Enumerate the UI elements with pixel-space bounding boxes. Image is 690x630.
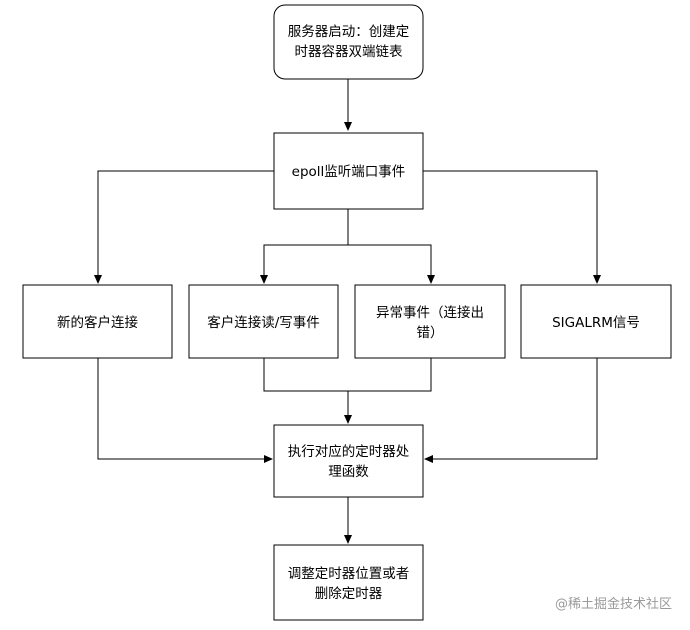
node-epoll-listen: epoll监听端口事件 bbox=[273, 132, 424, 210]
watermark-text: @稀土掘金技术社区 bbox=[555, 596, 672, 612]
node-adjust-timer-line-1: 调整定时器位置或者 bbox=[288, 566, 410, 582]
node-server-start: 服务器启动：创建定 时器容器双端链表 bbox=[273, 4, 424, 80]
edge-rw-merge bbox=[263, 358, 432, 392]
node-adjust-timer: 调整定时器位置或者 删除定时器 bbox=[273, 544, 424, 621]
node-server-start-line-1: 服务器启动：创建定 bbox=[288, 24, 410, 40]
edge-new-conn-to-handler bbox=[97, 358, 273, 463]
node-sigalrm: SIGALRM信号 bbox=[520, 284, 672, 359]
node-exception-event: 异常事件（连接出 错） bbox=[354, 284, 506, 359]
edge-split-to-exception bbox=[348, 244, 435, 284]
node-timer-handler-line-2: 理函数 bbox=[328, 464, 369, 480]
edge-epoll-to-new-conn bbox=[94, 170, 274, 284]
edges bbox=[94, 79, 601, 544]
node-sigalrm-label: SIGALRM信号 bbox=[552, 315, 640, 331]
node-adjust-timer-line-2: 删除定时器 bbox=[315, 586, 383, 602]
edge-epoll-to-sigalrm bbox=[423, 170, 601, 284]
node-epoll-listen-label: epoll监听端口事件 bbox=[292, 164, 406, 180]
node-rw-event-label: 客户连接读/写事件 bbox=[207, 314, 320, 331]
node-exception-event-line-2: 错） bbox=[417, 325, 444, 341]
node-rw-event: 客户连接读/写事件 bbox=[188, 284, 339, 359]
node-timer-handler: 执行对应的定时器处 理函数 bbox=[273, 424, 424, 498]
node-new-connection-label: 新的客户连接 bbox=[57, 314, 138, 331]
edge-sigalrm-to-handler bbox=[424, 358, 598, 463]
node-exception-event-line-1: 异常事件（连接出 bbox=[376, 304, 484, 321]
node-new-connection: 新的客户连接 bbox=[22, 284, 173, 359]
node-server-start-line-2: 时器容器双端链表 bbox=[295, 43, 403, 60]
node-timer-handler-line-1: 执行对应的定时器处 bbox=[288, 443, 410, 460]
edge-split-to-rw bbox=[260, 244, 348, 284]
